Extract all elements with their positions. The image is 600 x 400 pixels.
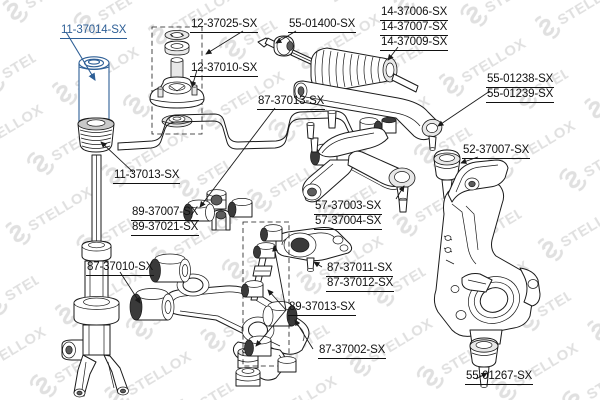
- callout-11-37014-SX[interactable]: 11-37014-SX: [60, 24, 128, 39]
- callout-12-37010-SX[interactable]: 12-37010-SX: [190, 62, 259, 77]
- callout-14-37007-SX[interactable]: 14-37007-SX: [380, 21, 449, 36]
- callout-55-01238-SX[interactable]: 55-01238-SX: [486, 73, 555, 88]
- callout-14-37009-SX[interactable]: 14-37009-SX: [380, 36, 449, 51]
- callout-57-37003-SX[interactable]: 57-37003-SX: [314, 200, 383, 215]
- callout-12-37025-SX[interactable]: 12-37025-SX: [190, 18, 259, 33]
- callout-87-37010-SX[interactable]: 87-37010-SX: [86, 261, 155, 276]
- callout-55-01239-SX[interactable]: 55-01239-SX: [486, 88, 555, 103]
- callout-57-37004-SX[interactable]: 57-37004-SX: [314, 215, 383, 230]
- callout-87-37011-SX[interactable]: 87-37011-SX: [326, 262, 394, 277]
- callout-55-01400-SX[interactable]: 55-01400-SX: [288, 18, 357, 33]
- callout-89-37007-SX[interactable]: 89-37007-SX: [131, 206, 200, 221]
- callout-55-01267-SX[interactable]: 55-01267-SX: [465, 370, 534, 385]
- callout-87-37012-SX[interactable]: 87-37012-SX: [326, 277, 395, 292]
- callout-14-37006-SX[interactable]: 14-37006-SX: [380, 6, 449, 21]
- callout-52-37007-SX[interactable]: 52-37007-SX: [462, 144, 531, 159]
- callout-89-37021-SX[interactable]: 89-37021-SX: [131, 221, 200, 236]
- callout-87-37002-SX[interactable]: 87-37002-SX: [318, 344, 387, 359]
- callout-89-37013-SX[interactable]: 89-37013-SX: [288, 301, 357, 316]
- callout-11-37013-SX[interactable]: 11-37013-SX: [113, 169, 181, 184]
- callout-87-37013-SX[interactable]: 87-37013-SX: [257, 95, 326, 110]
